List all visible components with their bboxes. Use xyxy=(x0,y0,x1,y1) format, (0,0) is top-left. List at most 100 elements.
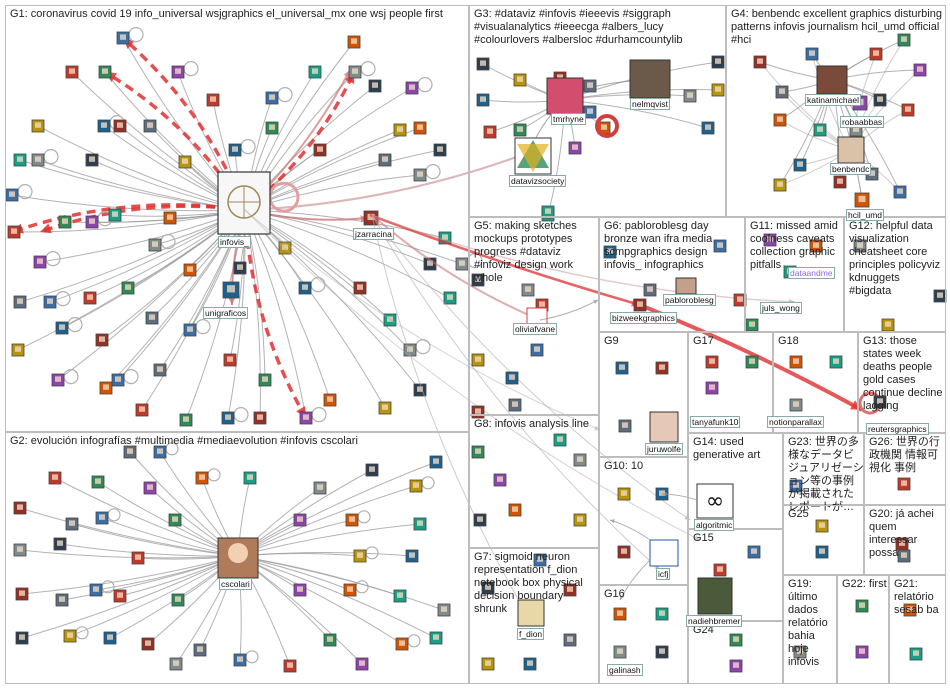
node-label-hcil-umd[interactable]: hcil_umd xyxy=(846,209,885,221)
group-panel-g16: G16 xyxy=(599,585,688,684)
group-panel-g26: G26: 世界の行政機関 情報可視化 事例 xyxy=(864,433,946,505)
edge-jzarracina-icfj xyxy=(371,214,661,571)
avatar-face xyxy=(793,401,799,407)
group-title-g18: G18 xyxy=(778,335,799,347)
avatar-face xyxy=(287,662,293,668)
avatar-face xyxy=(297,516,303,522)
avatar-face xyxy=(147,484,153,490)
avatar-face xyxy=(112,211,118,217)
avatar-face xyxy=(145,640,151,646)
group-panel-g3: G3: #dataviz #infovis #ieeevis #siggraph… xyxy=(469,5,726,217)
avatar-face xyxy=(135,554,141,560)
avatar-face xyxy=(102,68,108,74)
nelmqvist-avatar xyxy=(629,59,671,99)
node-label-katinamichael[interactable]: katinamichael xyxy=(805,94,861,106)
avatar-face xyxy=(567,636,573,642)
avatar-face xyxy=(442,234,448,240)
avatar-face xyxy=(117,592,123,598)
avatar-face xyxy=(182,158,188,164)
avatar-face xyxy=(175,596,181,602)
node-label-jzarracina[interactable]: jzarracina xyxy=(353,228,394,240)
edge-arrowhead xyxy=(343,70,350,78)
avatar-face xyxy=(572,144,578,150)
avatar-face xyxy=(382,156,388,162)
node-label-nadiehbremer[interactable]: nadiehbremer xyxy=(686,615,743,627)
group-panel-g15: G15 xyxy=(688,529,783,621)
node-label-robaabbas[interactable]: robaabbas xyxy=(840,116,885,128)
node-label-icfj[interactable]: icfj xyxy=(656,568,671,580)
avatar-face xyxy=(427,260,433,266)
icfj-avatar xyxy=(649,539,679,567)
edge-g2-42 xyxy=(237,555,437,639)
node-label-juls-wong[interactable]: juls_wong xyxy=(760,302,802,314)
group-title-g24: G24 xyxy=(693,624,714,636)
edge-g1-58 xyxy=(244,209,261,419)
avatar-face xyxy=(317,484,323,490)
group-panel-g1: G1: coronavirus covid 19 info_universal … xyxy=(5,5,469,432)
node-label-pabloroblesg[interactable]: pabloroblesg xyxy=(663,294,716,306)
nadiehbremer-avatar xyxy=(697,577,733,615)
avatar-face xyxy=(59,324,65,330)
avatar-face xyxy=(617,648,623,654)
node-label-nelmqvist[interactable]: nelmqvist xyxy=(630,98,670,110)
group-title-g11: G11: missed amid coolness caveats collec… xyxy=(750,220,841,271)
group-title-g25: G25 xyxy=(788,508,809,520)
node-label-benbendc[interactable]: benbendc xyxy=(830,163,872,175)
avatar-face xyxy=(262,376,268,382)
node-label-datavizsociety[interactable]: datavizsociety xyxy=(509,175,567,187)
avatar-face xyxy=(247,474,253,480)
group-title-g17: G17 xyxy=(693,335,714,347)
avatar-face xyxy=(475,356,481,362)
avatar-face xyxy=(397,126,403,132)
node-label-oliviafvane[interactable]: oliviafvane xyxy=(513,323,558,335)
avatar-face xyxy=(487,128,493,134)
node-label-galinash[interactable]: galinash xyxy=(607,664,643,676)
node-label-tmrhyne[interactable]: tmrhyne xyxy=(551,113,586,125)
avatar-face xyxy=(937,292,943,298)
avatar-face xyxy=(367,213,375,221)
edge-g2-23 xyxy=(21,555,239,595)
node-label-bizweekgraphics[interactable]: bizweekgraphics xyxy=(610,312,677,324)
node-label-f-dion[interactable]: f_dion xyxy=(517,628,545,640)
avatar-face xyxy=(210,96,216,102)
avatar-face xyxy=(115,376,121,382)
avatar-face xyxy=(19,634,25,640)
group-title-g21: G21: relatório sesab ba xyxy=(894,578,939,616)
avatar-face xyxy=(227,285,235,293)
avatar-face xyxy=(853,126,859,132)
node-label-cscolari[interactable]: cscolari xyxy=(219,578,252,590)
node-label-algoritmic[interactable]: algoritmic xyxy=(694,519,735,531)
node-label-unigraficos[interactable]: unigraficos xyxy=(203,307,249,319)
edge-g2-32 xyxy=(21,555,239,639)
avatar-face xyxy=(475,408,481,414)
group-title-g9: G9 xyxy=(604,335,619,347)
group-panel-g22: G22: first xyxy=(837,575,889,684)
avatar-face xyxy=(809,50,815,56)
avatar-face xyxy=(152,241,158,247)
node-label-reutersgraphics[interactable]: reutersgraphics xyxy=(866,423,929,435)
avatar-face xyxy=(441,606,447,612)
avatar-face xyxy=(877,398,883,404)
avatar-face xyxy=(409,84,415,90)
algoritmic-infinity-icon: ∞ xyxy=(706,489,724,514)
datavizsociety-glyph xyxy=(517,144,549,172)
avatar-face xyxy=(407,346,413,352)
avatar-face xyxy=(359,660,365,666)
node-label-juruwolfe[interactable]: juruwolfe xyxy=(645,443,684,455)
avatar-face xyxy=(905,106,911,112)
avatar-face xyxy=(55,376,61,382)
tmrhyne-avatar xyxy=(546,77,584,115)
avatar-face xyxy=(577,456,583,462)
node-label-dataandme[interactable]: dataandme xyxy=(788,267,835,279)
avatar-face xyxy=(127,448,133,454)
avatar-face xyxy=(19,590,25,596)
node-label-notionparallax[interactable]: notionparallax xyxy=(767,416,824,428)
avatar-face xyxy=(913,650,919,656)
node-label-tanyafunk10[interactable]: tanyafunk10 xyxy=(690,416,741,428)
avatar-face xyxy=(817,126,823,132)
avatar-face xyxy=(187,326,193,332)
avatar-face xyxy=(793,358,799,364)
strong-edge-g1-4 xyxy=(243,209,308,419)
node-label-infovis[interactable]: infovis_ xyxy=(218,236,251,248)
